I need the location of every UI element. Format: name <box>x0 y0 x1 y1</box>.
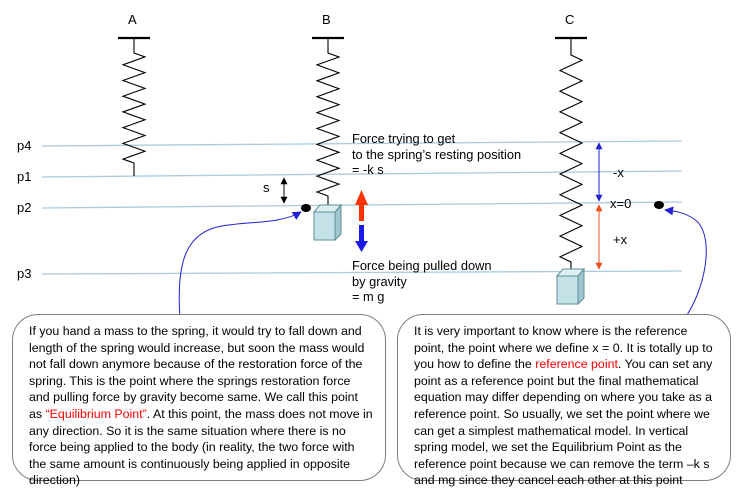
mass-block-c <box>555 267 586 306</box>
axis-label-pos-x: +x <box>613 232 628 247</box>
restoring-force-line-3: = -k s <box>352 162 384 177</box>
level-label-p1: p1 <box>17 169 31 184</box>
gravity-force-line-3: = m g <box>352 289 385 304</box>
restoring-force-text: Force trying to get to the spring’s rest… <box>352 131 521 178</box>
level-label-p4: p4 <box>17 138 31 153</box>
mass-block-b <box>312 203 343 242</box>
reference-dot-c <box>654 201 664 209</box>
reference-point-highlight: reference point <box>535 357 618 372</box>
level-line-p1 <box>41 170 683 178</box>
spring-label-b: B <box>322 12 331 27</box>
restoring-force-line-1: Force trying to get <box>352 131 456 146</box>
axis-label-neg-x: -x <box>613 165 624 180</box>
equilibrium-note: If you hand a mass to the spring, it wou… <box>12 314 386 487</box>
level-label-p3: p3 <box>17 266 31 281</box>
spring-b <box>315 38 341 205</box>
right-callout-arrow <box>664 206 707 316</box>
level-line-p4 <box>41 140 683 147</box>
left-callout-arrow <box>178 211 302 319</box>
equilibrium-note-text-1: If you hand a mass to the spring, it wou… <box>29 324 365 421</box>
reference-note-text-2: . You can set any point as a reference p… <box>414 357 713 488</box>
restoring-force-line-2: to the spring’s resting position <box>352 146 522 162</box>
equilibrium-point-highlight: “Equilibrium Point” <box>45 406 147 421</box>
gravity-force-line-1: Force being pulled down <box>352 258 492 273</box>
equilibrium-dot-b <box>301 204 311 212</box>
reference-point-note: It is very important to know where is th… <box>397 314 731 487</box>
axis-label-zero: x=0 <box>610 196 631 211</box>
spring-label-c: C <box>565 12 574 27</box>
reference-note-text-1: It is very important to know where is th… <box>414 324 713 372</box>
gravity-force-text: Force being pulled down by gravity = m g <box>352 258 491 305</box>
s-label: s <box>263 180 270 195</box>
gravity-force-line-2: by gravity <box>352 273 407 289</box>
spring-c <box>558 38 584 269</box>
restoring-force-arrow <box>355 190 368 221</box>
level-label-p2: p2 <box>17 200 31 215</box>
spring-a <box>121 38 147 176</box>
equilibrium-note-text-2: . At this point, the mass does not move … <box>29 406 373 488</box>
gravity-force-arrow <box>355 225 368 252</box>
spring-label-a: A <box>128 12 137 27</box>
